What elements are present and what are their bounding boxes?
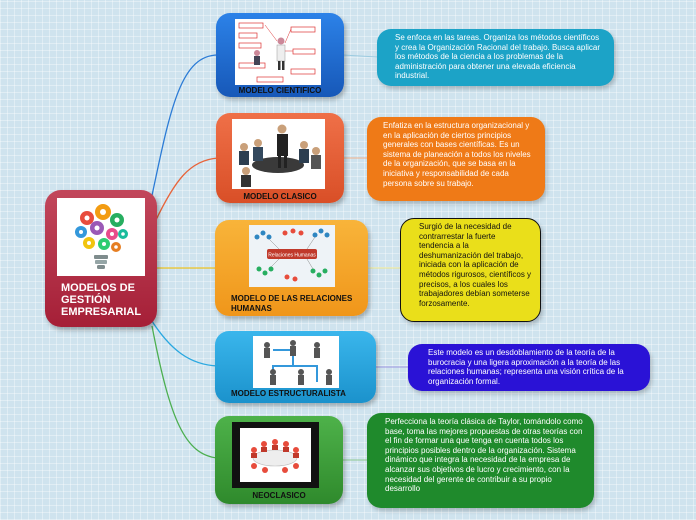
root-node[interactable]: MODELOS DE GESTIÓN EMPRESARIAL xyxy=(45,190,157,327)
round-table-meeting-icon xyxy=(232,422,319,488)
connector-estructuralista xyxy=(150,318,218,366)
gears-lightbulb-icon xyxy=(57,198,145,276)
root-title: MODELOS DE GESTIÓN EMPRESARIAL xyxy=(61,282,153,318)
desc-modelo-relaciones-humanas: Surgió de la necesidad de contrarrestar … xyxy=(400,218,541,322)
node-neoclasico[interactable]: NEOCLASICO xyxy=(215,416,343,504)
cientifico-image xyxy=(235,19,321,85)
desc-modelo-cientifico: Se enfoca en las tareas. Organiza los mé… xyxy=(377,29,614,86)
desc-modelo-estructuralista: Este modelo es un desdoblamiento de la t… xyxy=(408,344,650,391)
business-meeting-icon xyxy=(232,119,325,189)
connector-desc-cientifico xyxy=(343,55,377,57)
org-structure-icon xyxy=(253,336,339,388)
node-modelo-cientifico[interactable]: MODELO CIENTIFICO xyxy=(216,13,344,97)
connector-neoclasico xyxy=(152,326,218,458)
connector-cientifico xyxy=(150,55,218,205)
human-relations-network-icon: Relaciones Humanas xyxy=(249,225,335,287)
desc-modelo-clasico: Enfatiza en la estructura organizacional… xyxy=(367,117,545,201)
neoclasico-image xyxy=(232,422,319,488)
node-label: MODELO DE LAS RELACIONES HUMANAS xyxy=(231,294,356,314)
connector-clasico xyxy=(155,158,218,222)
node-modelo-relaciones-humanas[interactable]: Relaciones Humanas MODELO DE LAS RELACIO… xyxy=(215,220,368,316)
node-modelo-estructuralista[interactable]: MODELO ESTRUCTURALISTA xyxy=(215,331,376,403)
node-label: MODELO CLASICO xyxy=(216,192,344,202)
node-label: MODELO ESTRUCTURALISTA xyxy=(231,389,368,399)
estructuralista-image xyxy=(253,336,339,388)
relaciones-image: Relaciones Humanas xyxy=(249,225,335,287)
node-modelo-clasico[interactable]: MODELO CLASICO xyxy=(216,113,344,203)
node-label: MODELO CIENTIFICO xyxy=(216,86,344,96)
flowchart-people-icon xyxy=(235,19,321,85)
clasico-image xyxy=(232,119,325,189)
root-image xyxy=(57,198,145,276)
node-label: NEOCLASICO xyxy=(215,491,343,501)
desc-neoclasico: Perfecciona la teoría clásica de Taylor,… xyxy=(367,413,594,508)
relaciones-image-caption: Relaciones Humanas xyxy=(268,253,316,259)
